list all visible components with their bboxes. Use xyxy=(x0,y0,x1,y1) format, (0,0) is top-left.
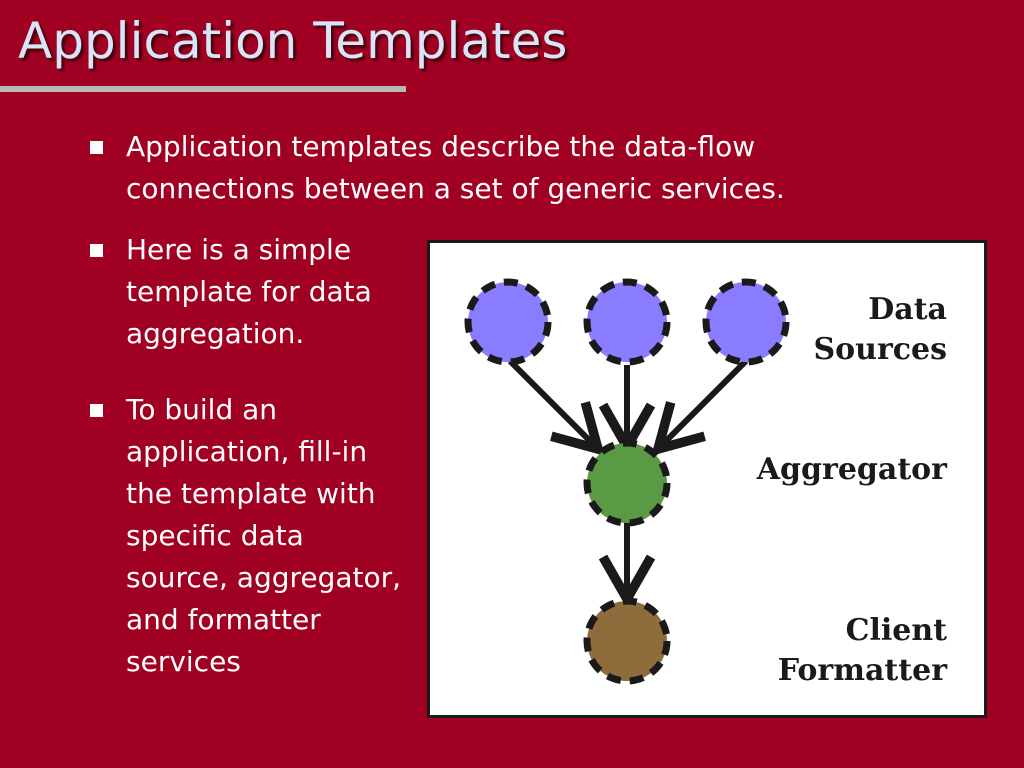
data-source-node-2 xyxy=(583,278,671,366)
square-bullet-icon xyxy=(90,141,103,154)
arrow-source1-to-aggregator xyxy=(507,358,605,456)
client-formatter-label-line1: Client xyxy=(846,613,948,648)
data-sources-label-line1: Data xyxy=(868,292,947,327)
square-bullet-icon xyxy=(90,244,103,257)
arrow-source3-to-aggregator xyxy=(651,358,749,456)
client-formatter-node xyxy=(583,597,671,685)
title-underline xyxy=(0,86,406,92)
diagram-canvas: Data Sources Aggregator Client Formatter xyxy=(464,278,948,688)
data-sources-label-line2: Sources xyxy=(813,332,947,367)
bullet-item-1: Application templates describe the data-… xyxy=(88,126,848,210)
bullet-text-3: To build an application, fill-in the tem… xyxy=(126,393,402,678)
bullet-item-2: Here is a simple template for data aggre… xyxy=(88,229,408,355)
bullet-text-1: Application templates describe the data-… xyxy=(126,130,785,205)
client-formatter-label-line2: Formatter xyxy=(778,653,948,688)
data-source-node-3 xyxy=(702,278,790,366)
data-source-node-1 xyxy=(464,278,552,366)
aggregation-template-diagram: Data Sources Aggregator Client Formatter xyxy=(427,240,987,718)
aggregator-node xyxy=(583,439,671,527)
bullet-text-2: Here is a simple template for data aggre… xyxy=(126,233,372,350)
aggregator-label: Aggregator xyxy=(756,452,948,487)
slide-title: Application Templates xyxy=(18,12,568,70)
bullet-item-3: To build an application, fill-in the tem… xyxy=(88,389,408,683)
square-bullet-icon xyxy=(90,404,103,417)
